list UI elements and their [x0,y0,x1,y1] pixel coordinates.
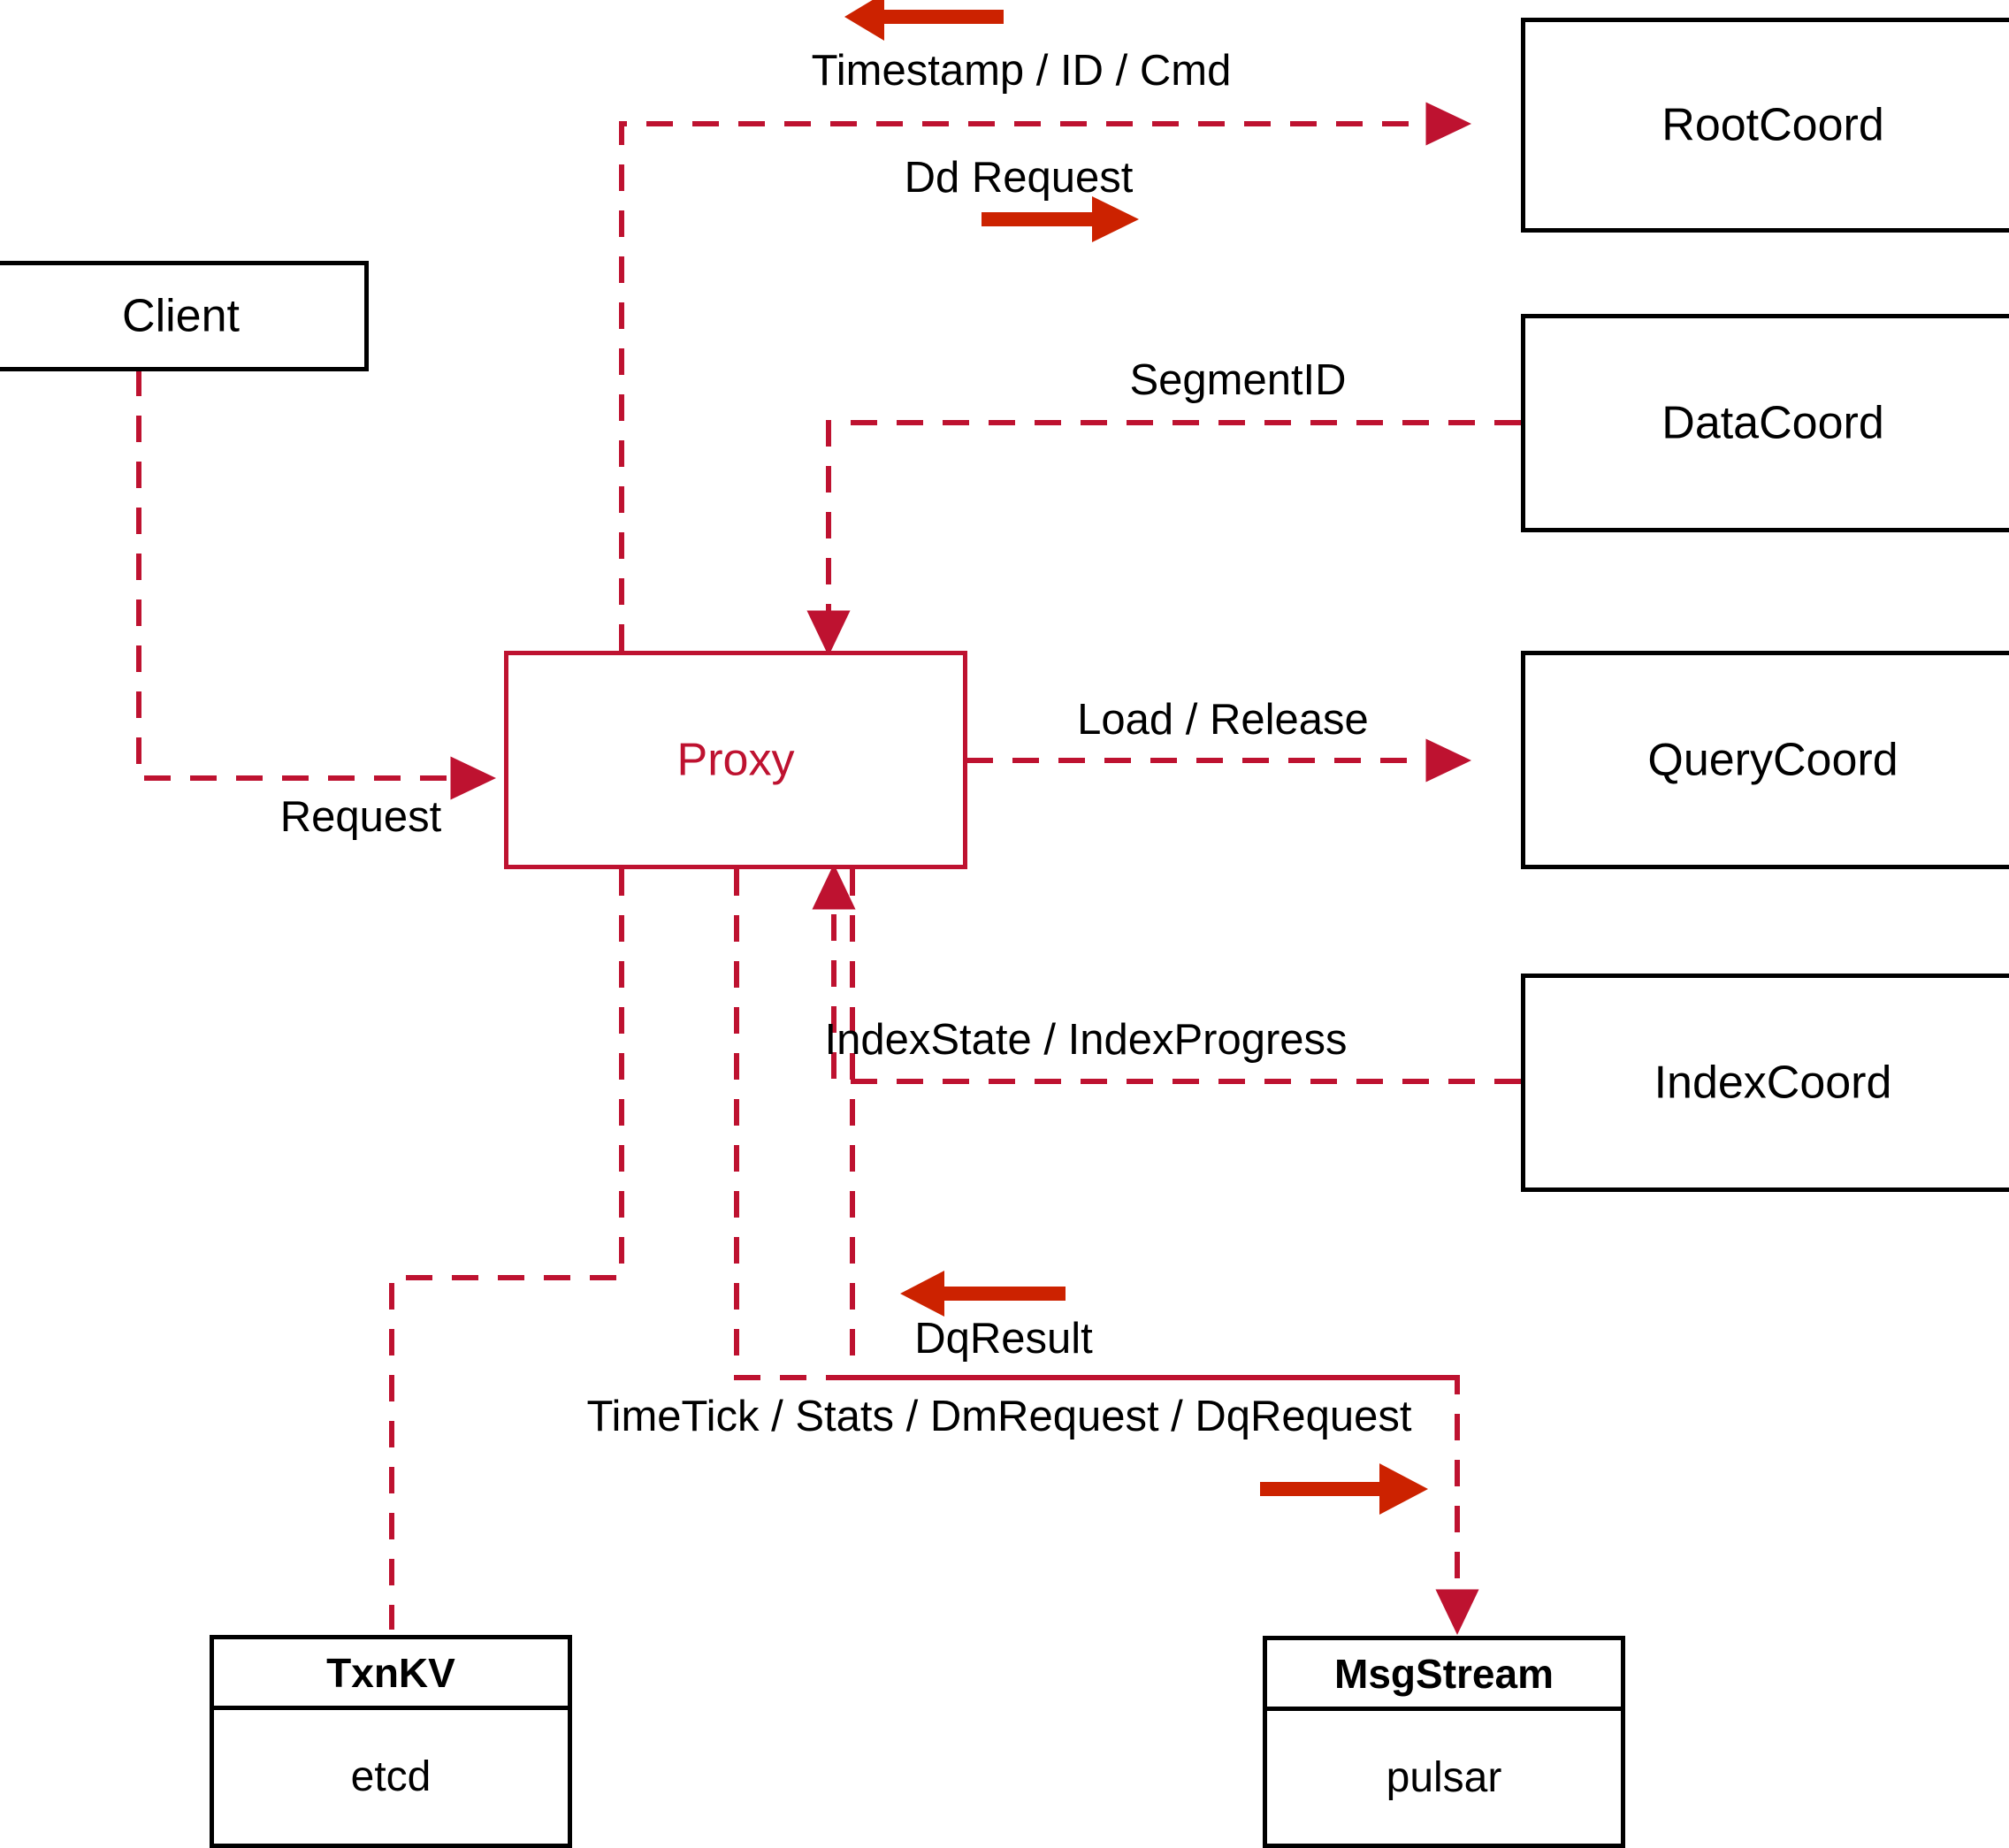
dq-result-direction-arrow [900,1271,1066,1317]
node-proxy-label: Proxy [676,733,795,785]
node-rootcoord-label: RootCoord [1661,98,1884,150]
edge-label-timestamp-id-cmd: Timestamp / ID / Cmd [811,47,1232,95]
node-msgstream[interactable]: MsgStream pulsar [1263,1636,1625,1848]
node-datacoord-label: DataCoord [1661,396,1884,448]
node-datacoord[interactable]: DataCoord [1521,314,2009,532]
edge-proxy-to-msgstream [850,869,1479,1636]
timetick-direction-arrow [1260,1463,1428,1515]
edge-client-to-proxy [136,370,497,800]
edge-label-dd-request: Dd Request [904,154,1134,202]
edge-proxy-rootcoord [619,102,1472,651]
edge-label-load-release: Load / Release [1077,696,1369,744]
node-txnkv[interactable]: TxnKV etcd [210,1635,572,1848]
node-txnkv-header: TxnKV [214,1639,568,1710]
node-msgstream-body: pulsar [1386,1753,1502,1801]
node-client-label: Client [122,289,240,341]
node-querycoord[interactable]: QueryCoord [1521,651,2009,869]
timestamp-id-cmd-direction-arrow [844,0,1004,41]
node-client[interactable]: Client [0,261,369,371]
node-msgstream-header: MsgStream [1267,1640,1621,1711]
edge-label-request: Request [279,793,442,841]
edge-proxy-to-txnkv [389,869,624,1630]
node-indexcoord[interactable]: IndexCoord [1521,974,2009,1192]
node-proxy[interactable]: Proxy [504,651,967,869]
node-indexcoord-label: IndexCoord [1654,1056,1892,1108]
edge-datacoord-to-proxy [806,420,1521,657]
edge-indexcoord-to-proxy [812,863,1521,1084]
edge-label-index-state-progress: IndexState / IndexProgress [824,1016,1348,1064]
node-rootcoord[interactable]: RootCoord [1521,18,2009,233]
edge-label-timetick-stats: TimeTick / Stats / DmRequest / DqRequest [586,1393,1412,1440]
edge-msgstream-to-proxy [714,829,1457,1380]
edge-label-dq-result: DqResult [914,1315,1093,1363]
dd-request-direction-arrow [982,196,1139,242]
node-txnkv-body: etcd [350,1753,432,1800]
node-querycoord-label: QueryCoord [1647,733,1898,785]
edge-label-segment-id: SegmentID [1129,356,1347,404]
